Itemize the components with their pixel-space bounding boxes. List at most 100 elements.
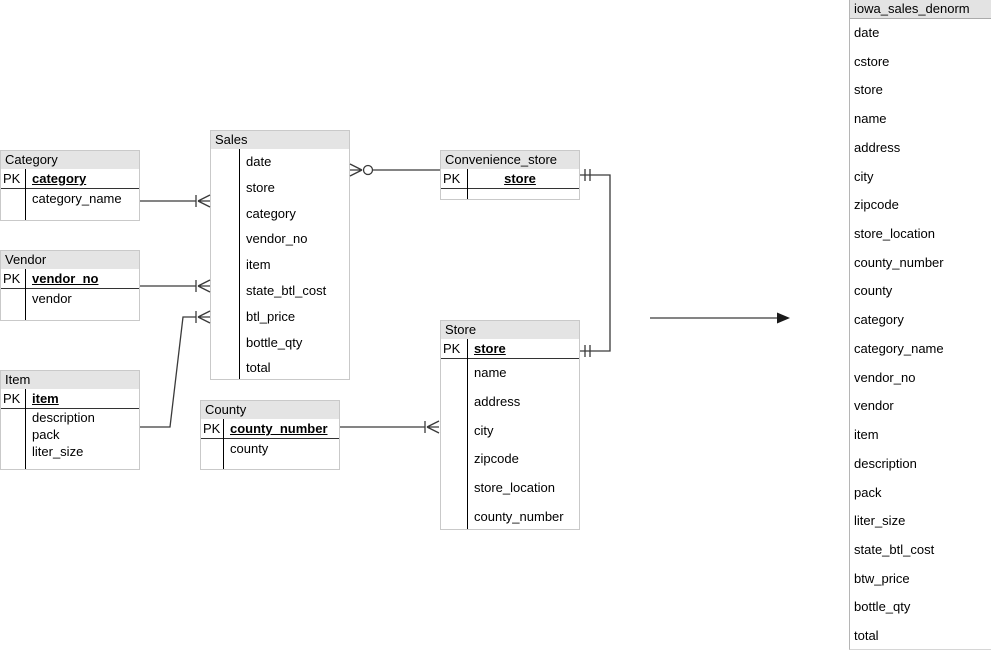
field-total: total: [854, 628, 879, 644]
field-city: city: [854, 168, 874, 184]
denormalization-arrow: [650, 312, 790, 324]
crow-foot-icon: [197, 194, 211, 208]
entity-title: Category: [1, 151, 139, 169]
field-liter_size: liter_size: [854, 513, 906, 529]
pk-label: PK: [203, 421, 221, 436]
crow-foot-icon: [426, 420, 440, 434]
pk-column-separator: [25, 389, 26, 469]
field-address: address: [474, 393, 521, 409]
field-vendor: vendor: [854, 398, 894, 414]
pk-column-separator: [223, 419, 224, 469]
pk-column-separator: [25, 169, 26, 220]
pk-label: PK: [3, 271, 21, 286]
field-btl_price: btl_price: [246, 308, 296, 324]
pk-field-category: category: [32, 171, 87, 186]
relationship-line: [140, 316, 196, 428]
field-city: city: [474, 422, 494, 438]
field-bottle_qty: bottle_qty: [246, 334, 303, 350]
pk-field-item: item: [32, 391, 59, 406]
entity-body: PK store: [441, 169, 579, 199]
relationship-line: [580, 174, 611, 352]
field-pack: pack: [32, 427, 60, 442]
field-zipcode: zipcode: [854, 197, 899, 213]
pk-column-separator: [467, 339, 468, 529]
optional-ring-icon: [362, 164, 374, 176]
entity-title: Convenience_store: [441, 151, 579, 169]
pk-field-county_number: county_number: [230, 421, 328, 436]
field-vendor: vendor: [32, 291, 72, 306]
field-county_number: county_number: [474, 508, 564, 524]
pk-row: PK store: [441, 169, 579, 189]
entity-title: Store: [441, 321, 579, 339]
field-category_name: category_name: [854, 340, 944, 356]
field-date: date: [854, 25, 880, 40]
field-vendor_no: vendor_no: [246, 231, 308, 247]
pk-row: PK vendor_no: [1, 269, 139, 289]
field-description: description: [32, 410, 95, 425]
field-cstore: cstore: [854, 53, 890, 69]
field-store: store: [246, 179, 275, 195]
relationship-category-sales: [140, 194, 211, 208]
entity-title: Item: [1, 371, 139, 389]
arrow-head-icon: [777, 312, 790, 324]
one-one-ticks-icon: [584, 169, 591, 181]
field-vendor_no: vendor_no: [854, 369, 916, 385]
pk-row: PK item: [1, 389, 139, 409]
pk-row: PK store: [441, 339, 579, 359]
entity-title: Sales: [211, 131, 349, 149]
field-county: county: [230, 441, 269, 456]
field-item: item: [246, 257, 271, 273]
field-category_name: category_name: [32, 191, 122, 206]
field-btw_price: btw_price: [854, 570, 910, 586]
field-county_number: county_number: [854, 254, 944, 270]
pk-label: PK: [443, 171, 461, 186]
entity-body: PK item description pack liter_size: [1, 389, 139, 469]
field-county: county: [854, 283, 893, 299]
pk-label: PK: [3, 171, 21, 186]
field-category: category: [246, 205, 296, 221]
pk-label: PK: [443, 341, 461, 356]
entity-title: Vendor: [1, 251, 139, 269]
pk-label: PK: [3, 391, 21, 406]
field-date: date: [246, 154, 272, 169]
field-state_btl_cost: state_btl_cost: [246, 282, 327, 298]
field-address: address: [854, 139, 901, 155]
pk-row: PK county_number: [201, 419, 339, 439]
crow-foot-icon: [349, 163, 363, 177]
relationship-vendor-sales: [140, 279, 211, 293]
one-one-ticks-icon: [584, 345, 591, 357]
field-store: store: [854, 82, 883, 98]
field-pack: pack: [854, 484, 882, 500]
relationship-county-store: [340, 420, 440, 434]
pk-row: PK category: [1, 169, 139, 189]
pk-field-store: store: [474, 341, 506, 356]
crow-foot-icon: [197, 310, 211, 324]
field-store_location: store_location: [854, 226, 935, 242]
pk-column-separator: [239, 149, 240, 379]
field-total: total: [246, 360, 271, 376]
crow-foot-icon: [197, 279, 211, 293]
field-liter_size: liter_size: [32, 444, 84, 459]
pk-field-vendor_no: vendor_no: [32, 271, 99, 286]
field-description: description: [854, 455, 917, 471]
relationship-convenience-store-store: [580, 169, 611, 357]
pk-column-separator: [25, 269, 26, 320]
pk-field-store: store: [504, 171, 536, 186]
pk-column-separator: [467, 169, 468, 199]
field-name: name: [474, 365, 507, 380]
field-state_btl_cost: state_btl_cost: [854, 541, 935, 557]
